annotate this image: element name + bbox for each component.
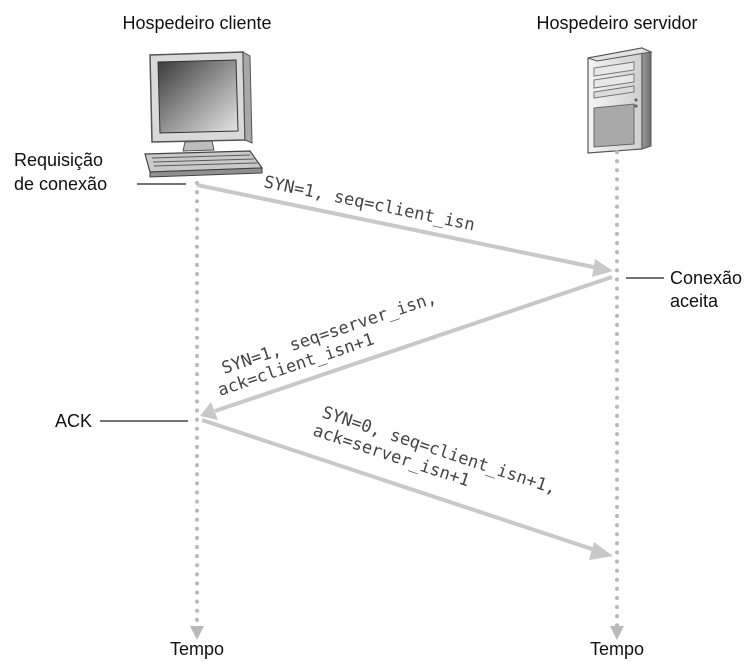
connection-request-label-line1: Requisição [14,150,103,170]
server-host-title: Hospedeiro servidor [536,13,697,33]
syn-arrow [196,183,613,277]
server-time-label: Tempo [590,639,644,659]
ack-label: ACK [55,411,92,431]
connection-accepted-label-line2: aceita [670,291,719,311]
server-tower-icon [587,47,653,154]
client-time-label: Tempo [170,639,224,659]
synack-message-line1: SYN=1, seq=server_isn, [219,288,439,379]
client-timeline-arrowhead [190,626,204,640]
connection-accepted-label-line1: Conexão [670,268,742,288]
connection-request-label-line2: de conexão [14,174,107,194]
server-timeline-arrowhead [610,626,624,640]
desktop-computer-icon [144,51,264,178]
synack-arrow [200,275,613,420]
client-host-title: Hospedeiro cliente [122,13,271,33]
ack-arrow [201,418,613,560]
